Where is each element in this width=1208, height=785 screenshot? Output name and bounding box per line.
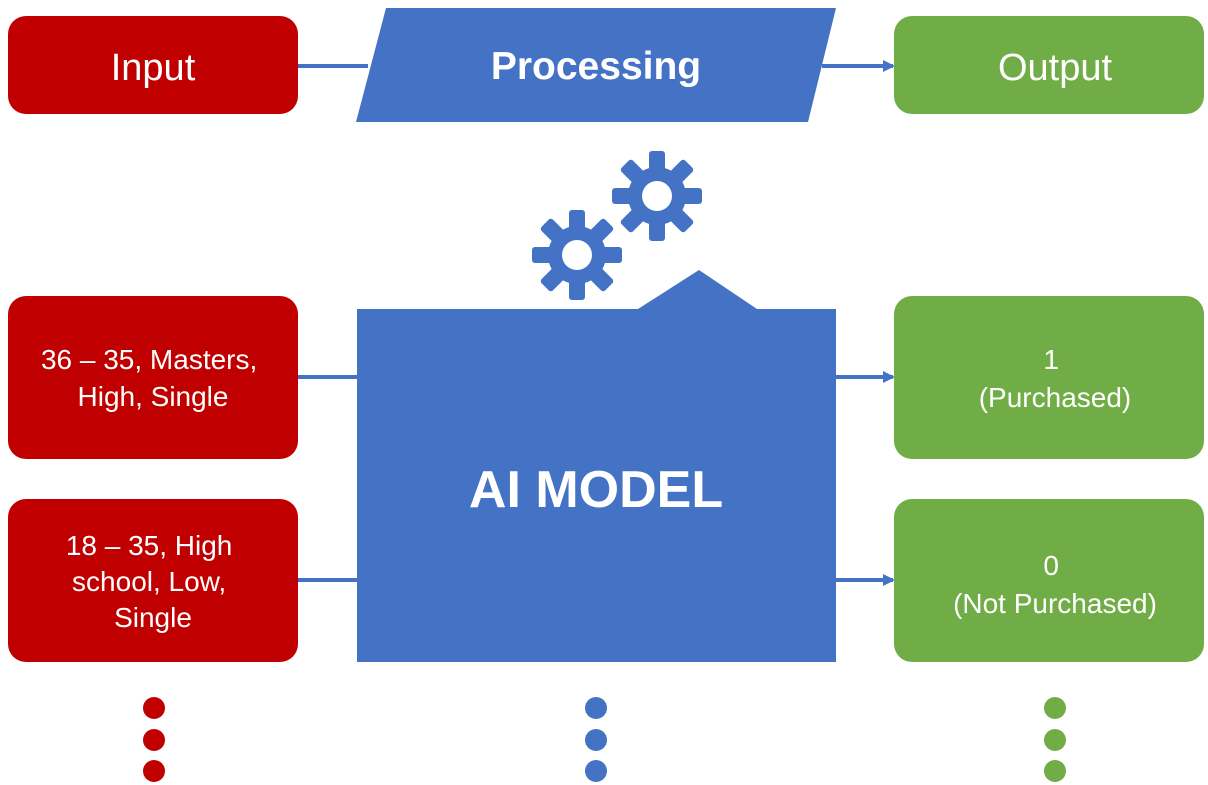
gear-icon <box>612 151 702 241</box>
input-example-1-line-2: High, Single <box>78 381 229 412</box>
ai-model-block <box>357 270 836 662</box>
ai-model-label: AI MODEL <box>469 461 723 519</box>
output-example-1-line-1: 1 <box>1043 344 1059 375</box>
output-example-2-line-2: (Not Purchased) <box>953 588 1157 619</box>
input-example-2-box <box>8 499 298 662</box>
vertical-ellipsis-icon <box>143 697 165 782</box>
input-example-2-line-1: 18 – 35, High <box>66 530 233 561</box>
output-example-1-text: 1 (Purchased) <box>979 344 1132 413</box>
processing-header-parallelogram <box>356 8 836 122</box>
vertical-ellipsis-icon <box>1044 697 1066 782</box>
input-header-label: Input <box>111 47 196 89</box>
output-example-1-box <box>894 296 1204 459</box>
output-example-2-box <box>894 499 1204 662</box>
vertical-ellipsis-icon <box>585 697 607 782</box>
output-example-2-line-1: 0 <box>1043 550 1059 581</box>
input-example-1-box <box>8 296 298 459</box>
output-example-2-text: 0 (Not Purchased) <box>953 550 1157 619</box>
output-example-1-line-2: (Purchased) <box>979 382 1132 413</box>
gear-icon <box>532 210 622 300</box>
output-header-label: Output <box>998 47 1113 89</box>
output-header-box <box>894 16 1204 114</box>
input-header-box <box>8 16 298 114</box>
input-example-1-line-1: 36 – 35, Masters, <box>41 344 257 375</box>
input-example-2-text: 18 – 35, High school, Low, Single <box>66 530 240 633</box>
input-example-2-line-2: school, Low, <box>72 566 226 597</box>
input-example-2-line-3: Single <box>114 602 192 633</box>
input-example-1-text: 36 – 35, Masters, High, Single <box>41 344 265 412</box>
processing-header-label: Processing <box>491 45 701 88</box>
